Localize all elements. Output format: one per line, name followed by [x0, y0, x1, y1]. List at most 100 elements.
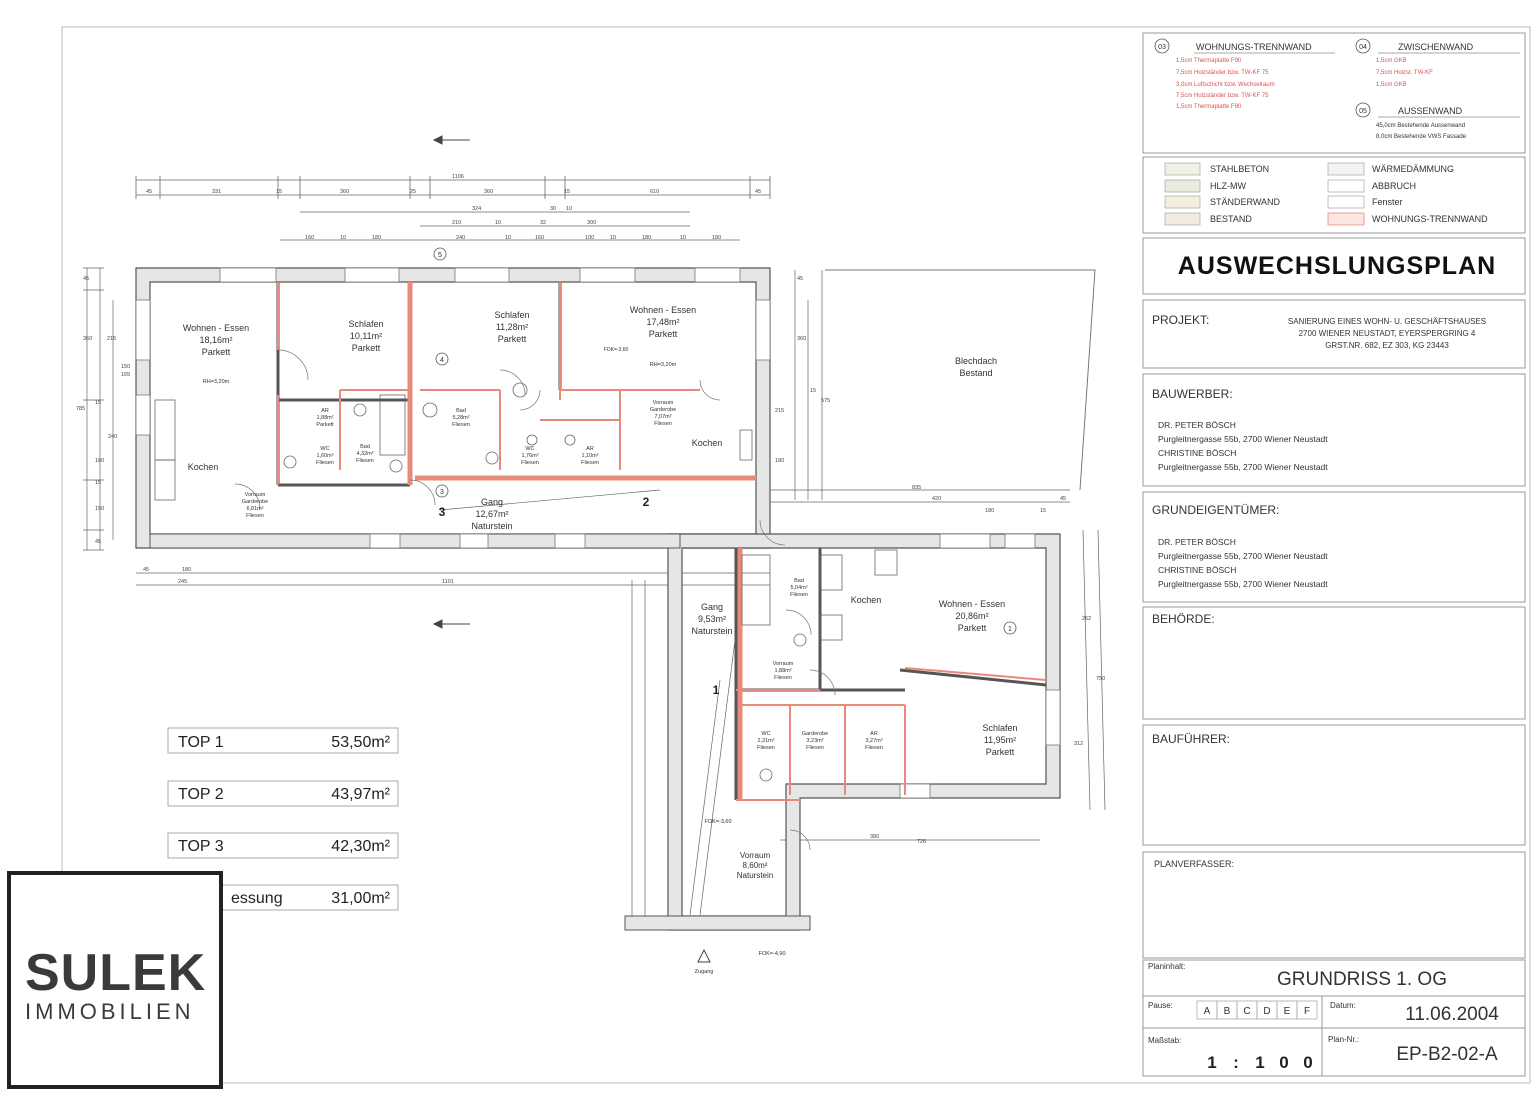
- grundeigentuemer-line: DR. PETER BÖSCH: [1158, 537, 1236, 547]
- datum-value: 11.06.2004: [1405, 1004, 1499, 1025]
- dim-left-7: 180: [95, 458, 104, 464]
- corridor-wall: [149, 533, 681, 549]
- dim-left-2: 215: [107, 336, 116, 342]
- sanitary-fixtures: [154, 382, 898, 782]
- dim-right-2: 215: [775, 408, 784, 414]
- massstab-digit: 1: [1207, 1053, 1216, 1072]
- dim-bottom-0: 45: [143, 567, 149, 573]
- dim-top-total: 1106: [452, 174, 464, 180]
- entrance-triangle-icon: [697, 948, 711, 963]
- grid-marker-5: 5: [438, 252, 442, 259]
- area-label-top1: TOP 1: [178, 734, 224, 751]
- grid-marker-3: 3: [440, 489, 444, 496]
- entry-wall: [624, 915, 811, 931]
- material-left: BESTAND: [1210, 214, 1252, 224]
- dim-left-6: 240: [108, 434, 117, 440]
- dimension-labels: 1106 45 331 15 360 25 360 15 610 45 324 …: [76, 174, 1105, 845]
- massstab-label: Maßstab:: [1148, 1036, 1181, 1045]
- dim-top3-1: 10: [495, 220, 501, 226]
- dim-left-4: 165: [121, 372, 130, 378]
- dim-top2-1: 30: [550, 206, 556, 212]
- bauwerber-line: DR. PETER BÖSCH: [1158, 420, 1236, 430]
- dim-right-1: 360: [797, 336, 806, 342]
- pause-letter: D: [1263, 1006, 1270, 1017]
- dim-top4-1: 10: [340, 235, 346, 241]
- dim-left-total: 785: [76, 406, 85, 412]
- legend-line: 45,0cm Bestehende Aussenwand: [1376, 123, 1465, 129]
- dim-left-10: 45: [95, 539, 101, 545]
- room-label: Kochen: [851, 595, 882, 605]
- dim-top3-3: 300: [587, 220, 596, 226]
- dimension-lines: [83, 176, 1106, 925]
- marker-3: 3: [439, 505, 446, 519]
- material-right: WÄRMEDÄMMUNG: [1372, 164, 1454, 174]
- plannr-label: Plan-Nr.:: [1328, 1035, 1359, 1044]
- logo-main-text: SULEK: [25, 944, 207, 1002]
- material-right: ABBRUCH: [1372, 181, 1416, 191]
- room-label: FOK=-3,60: [604, 347, 629, 353]
- legend-line: 7,5cm Holzst. TW-KF: [1376, 70, 1433, 76]
- grundeigentuemer-label: GRUNDEIGENTÜMER:: [1152, 503, 1279, 517]
- area-value-4: 31,00m²: [331, 890, 390, 907]
- material-right: WOHNUNGS-TRENNWAND: [1372, 214, 1488, 224]
- massstab-digit: 0: [1303, 1053, 1312, 1072]
- area-label-top2: TOP 2: [178, 786, 224, 803]
- legend-title-03: WOHNUNGS-TRENNWAND: [1196, 42, 1312, 52]
- dim-top4-3: 240: [456, 235, 465, 241]
- dim-lr-7: 750: [1096, 676, 1105, 682]
- dim-left-5: 15: [95, 400, 101, 406]
- dim-top4-9: 10: [680, 235, 686, 241]
- dim-bottom-3: 1101: [442, 579, 454, 585]
- legend: 03 WOHNUNGS-TRENNWAND 1,5cm Thermaplatte…: [1142, 32, 1526, 234]
- dim-top-4: 25: [410, 189, 416, 195]
- dim-left-9: 150: [95, 506, 104, 512]
- pause-letter: E: [1284, 1006, 1291, 1017]
- datum-label: Datum:: [1330, 1001, 1356, 1010]
- dim-bottom-2: 245: [178, 579, 187, 585]
- legend-title-05: AUSSENWAND: [1398, 106, 1463, 116]
- pause-label: Pause:: [1148, 1001, 1173, 1010]
- legend-title-04: ZWISCHENWAND: [1398, 42, 1474, 52]
- bauwerber-line: Purgleitnergasse 55b, 2700 Wiener Neusta…: [1158, 462, 1328, 472]
- pause-letter: C: [1243, 1006, 1250, 1017]
- planinhalt-value: GRUNDRISS 1. OG: [1277, 969, 1447, 990]
- grundeigentuemer-line: CHRISTINE BÖSCH: [1158, 565, 1236, 575]
- legend-line: 7,5cm Holzständer bzw. TW-KF 75: [1176, 93, 1269, 99]
- projekt-line: 2700 WIENER NEUSTADT, EYERSPERGRING 4: [1299, 329, 1476, 338]
- bauwerber-line: Purgleitnergasse 55b, 2700 Wiener Neusta…: [1158, 434, 1328, 444]
- room-label: Kochen: [692, 438, 723, 448]
- stair-lines: [439, 489, 736, 916]
- dim-top4-6: 100: [585, 235, 594, 241]
- legend-num-04: 04: [1359, 44, 1367, 51]
- grid-markers: 1 3 4 5: [433, 247, 1017, 635]
- dim-lr-9: 380: [870, 834, 879, 840]
- projekt-line: SANIERUNG EINES WOHN- U. GESCHÄFTSHAUSES: [1288, 317, 1486, 326]
- dim-top4-7: 10: [610, 235, 616, 241]
- material-left: STAHLBETON: [1210, 164, 1269, 174]
- dim-right-4: 180: [775, 458, 784, 464]
- marker-2: 2: [643, 495, 650, 509]
- dim-top4-8: 180: [642, 235, 651, 241]
- behoerde-label: BEHÖRDE:: [1152, 612, 1215, 626]
- dim-top3-0: 210: [452, 220, 461, 226]
- dim-lr-8: 726: [917, 839, 926, 845]
- dim-lr-0: 835: [912, 485, 921, 491]
- pause-boxes: A B C D E F: [1196, 1000, 1318, 1020]
- logo-sub-text: IMMOBILIEN: [25, 999, 195, 1024]
- dim-left-1: 360: [83, 336, 92, 342]
